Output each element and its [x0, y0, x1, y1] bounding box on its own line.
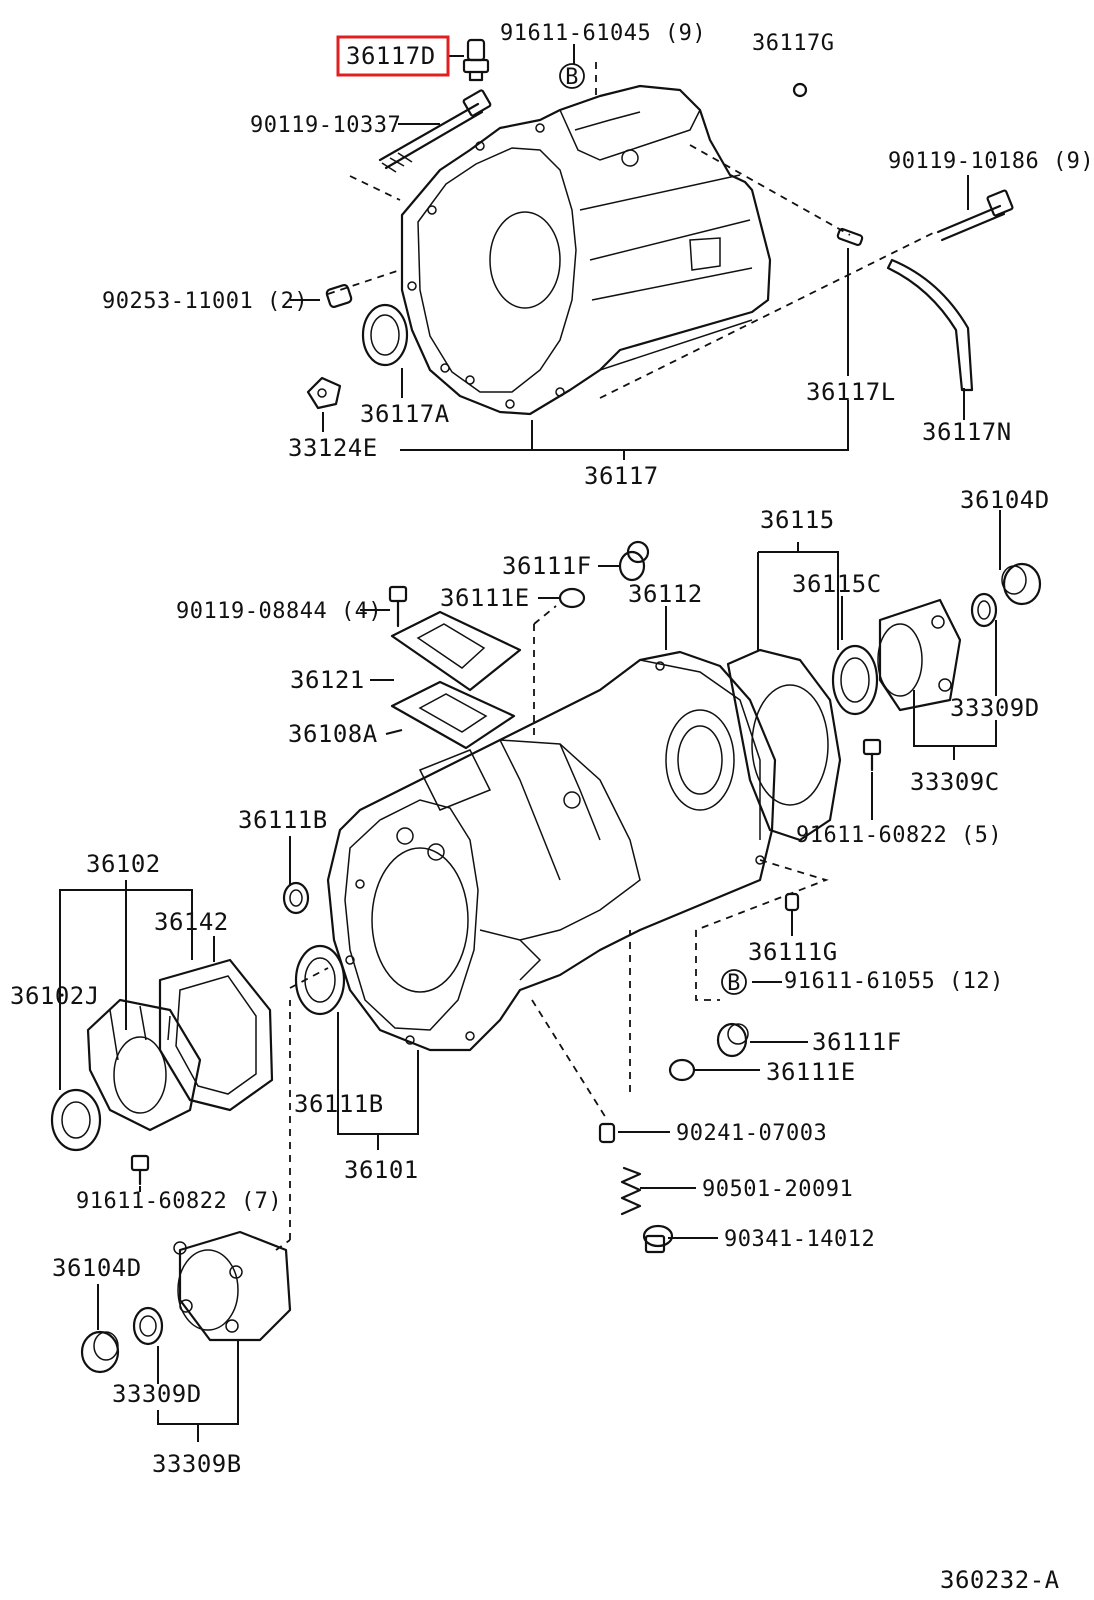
label-90253-11001[interactable]: 90253-11001 (2) [102, 289, 308, 314]
label-33309D-top[interactable]: 33309D [950, 694, 1040, 722]
gasket-36111E-top-part [558, 587, 586, 609]
label-36117[interactable]: 36117 [584, 462, 659, 490]
label-36117G[interactable]: 36117G [752, 31, 834, 56]
label-91611-60822-7[interactable]: 91611-60822 (7) [76, 1189, 282, 1214]
lock-plate-33124E-part [306, 376, 342, 410]
highlight-box [336, 35, 450, 77]
bushing-90253-part [325, 283, 353, 309]
adapter-36112-drawing [726, 648, 842, 842]
bolt-90119-08844-part [388, 585, 408, 628]
label-36117A[interactable]: 36117A [360, 400, 450, 428]
cap-36104D-bot-part [80, 1330, 120, 1374]
cover-36121-part [390, 610, 522, 692]
bolt-91611-60822-7-part [130, 1154, 150, 1186]
plug-36117G-part [792, 82, 808, 98]
plug-36111F-bot-part [716, 1022, 749, 1058]
gasket-36111E-bot-part [668, 1058, 696, 1082]
label-90341-14012[interactable]: 90341-14012 [724, 1227, 875, 1252]
plug-36111F-top-part [618, 540, 650, 582]
breather-plug-part [462, 38, 490, 82]
companion-flange-top-part [877, 598, 962, 712]
label-33309D-bot[interactable]: 33309D [112, 1380, 202, 1408]
label-36102J[interactable]: 36102J [10, 982, 100, 1010]
label-36111F-bot[interactable]: 36111F [812, 1028, 902, 1056]
label-33309C[interactable]: 33309C [910, 768, 1000, 796]
plug-90341-part [642, 1224, 674, 1254]
extension-housing-36102J-part [86, 998, 202, 1132]
label-36101[interactable]: 36101 [344, 1156, 419, 1184]
dowel-pin-36117L-part [836, 227, 864, 247]
transmission-case-drawing [326, 650, 777, 1052]
label-36111B-top[interactable]: 36111B [238, 806, 328, 834]
oil-seal-36117A-part [361, 303, 409, 367]
oil-seal-36111B-bot-part [294, 944, 346, 1016]
label-91611-61055[interactable]: 91611-61055 (12) [784, 969, 1004, 994]
label-33309B[interactable]: 33309B [152, 1450, 242, 1478]
breather-hose-part [886, 258, 974, 392]
seal-33309D-bot-part [132, 1306, 164, 1346]
label-36115[interactable]: 36115 [760, 506, 835, 534]
label-36117N[interactable]: 36117N [922, 418, 1012, 446]
bolt-91611-60822-5-part [862, 738, 882, 772]
marker-b-top: B [559, 63, 585, 90]
pin-36111G-part [784, 892, 800, 912]
label-90119-10186[interactable]: 90119-10186 (9) [888, 149, 1094, 174]
label-36142[interactable]: 36142 [154, 908, 229, 936]
gasket-36142-part [158, 958, 274, 1112]
label-36104D-top[interactable]: 36104D [960, 486, 1050, 514]
label-36121[interactable]: 36121 [290, 666, 365, 694]
label-36111E-bot[interactable]: 36111E [766, 1058, 856, 1086]
long-bolt-part [378, 89, 492, 173]
detent-plug-90241-part [598, 1122, 616, 1144]
bearing-36115C-part [831, 644, 879, 716]
marker-b-top-text: B [565, 65, 579, 90]
seal-36102-part [50, 1088, 102, 1152]
spring-90501-part [620, 1166, 642, 1216]
label-36104D-bot[interactable]: 36104D [52, 1254, 142, 1282]
cap-36104D-top-part [1001, 562, 1042, 606]
label-36111B-bot[interactable]: 36111B [294, 1090, 384, 1118]
seal-33309D-top-part [970, 592, 998, 628]
bolt-90119-10186-part [936, 189, 1014, 242]
label-90241-07003[interactable]: 90241-07003 [676, 1121, 827, 1146]
label-90119-10337[interactable]: 90119-10337 [250, 113, 401, 138]
label-36117L[interactable]: 36117L [806, 378, 896, 406]
marker-b-mid: B [721, 969, 747, 996]
label-33124E[interactable]: 33124E [288, 434, 378, 462]
label-36117D[interactable]: 36117D [346, 42, 436, 70]
label-90119-08844[interactable]: 90119-08844 (4) [176, 599, 382, 624]
label-36112[interactable]: 36112 [628, 580, 703, 608]
diagram-id: 360232-A [940, 1566, 1060, 1594]
label-36108A[interactable]: 36108A [288, 720, 378, 748]
label-36102[interactable]: 36102 [86, 850, 161, 878]
companion-flange-bottom-part [173, 1230, 292, 1342]
label-36111F-top[interactable]: 36111F [502, 552, 592, 580]
label-91611-61045[interactable]: 91611-61045 (9) [500, 21, 706, 46]
gasket-36108A-part [390, 680, 516, 750]
extension-housing-drawing [400, 84, 772, 416]
oil-seal-36111B-top-part [282, 881, 310, 915]
label-90501-20091[interactable]: 90501-20091 [702, 1177, 853, 1202]
label-91611-60822-5[interactable]: 91611-60822 (5) [796, 823, 1002, 848]
label-36111G[interactable]: 36111G [748, 938, 838, 966]
marker-b-mid-text: B [727, 971, 741, 996]
label-36115C[interactable]: 36115C [792, 570, 882, 598]
label-36111E-top[interactable]: 36111E [440, 584, 530, 612]
